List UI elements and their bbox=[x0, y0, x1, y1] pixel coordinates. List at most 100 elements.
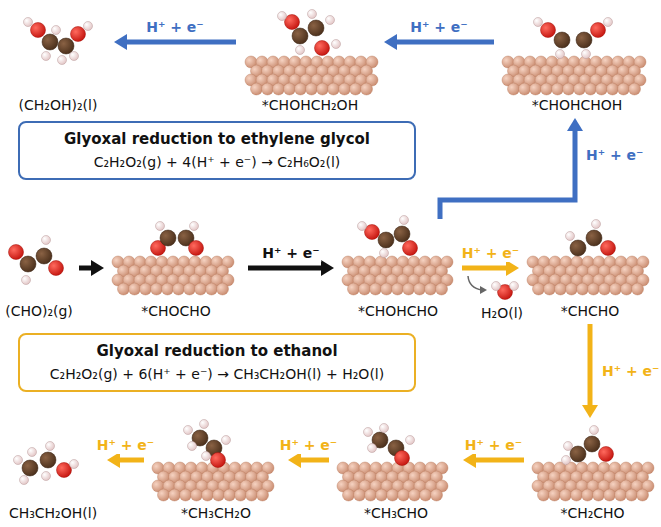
copper-slab bbox=[502, 56, 646, 95]
cu-atom bbox=[195, 283, 207, 295]
atom bbox=[403, 241, 418, 256]
reaction-arrow bbox=[114, 34, 236, 50]
atom bbox=[566, 232, 575, 241]
cu-atom bbox=[398, 489, 410, 501]
cu-atom bbox=[629, 83, 641, 95]
arrow-line bbox=[397, 40, 494, 45]
atom bbox=[278, 12, 287, 21]
cu-atom bbox=[544, 283, 556, 295]
atom bbox=[211, 453, 226, 468]
atom bbox=[20, 476, 29, 485]
molecule bbox=[24, 18, 93, 65]
arrow-head bbox=[463, 452, 476, 468]
arrow-line bbox=[127, 40, 236, 45]
atom bbox=[406, 436, 415, 445]
atom bbox=[40, 452, 56, 468]
species: *CH₃CHO bbox=[333, 422, 459, 522]
atom bbox=[326, 16, 335, 25]
reaction-arrow bbox=[462, 260, 519, 276]
edge-label: H⁺ + e⁻ bbox=[463, 437, 524, 454]
molecule bbox=[364, 424, 415, 466]
cu-atom bbox=[560, 489, 572, 501]
species: *CH₃CH₂O bbox=[148, 422, 284, 522]
molecule bbox=[14, 442, 79, 485]
cu-atom bbox=[343, 489, 355, 501]
cu-atom bbox=[431, 489, 443, 501]
atom bbox=[510, 282, 519, 291]
atom bbox=[308, 20, 324, 36]
atom bbox=[400, 216, 409, 225]
atom bbox=[58, 38, 74, 54]
edge-label: H⁺ + e⁻ bbox=[600, 363, 661, 380]
molecule bbox=[534, 18, 613, 59]
copper-slab bbox=[245, 56, 378, 95]
molecule bbox=[278, 10, 341, 56]
edge-label: H⁺ + e⁻ bbox=[278, 437, 339, 454]
atom bbox=[586, 230, 602, 246]
arrow-line bbox=[440, 131, 575, 219]
cu-atom bbox=[151, 283, 163, 295]
atom bbox=[14, 456, 23, 465]
edge-label: H⁺ + e⁻ bbox=[95, 437, 156, 454]
species-label: *CHOHCHOH bbox=[532, 97, 623, 114]
atom bbox=[285, 15, 300, 30]
cu-atom bbox=[273, 83, 285, 95]
copper-slab bbox=[527, 256, 649, 295]
cu-atom bbox=[118, 283, 130, 295]
cu-atom bbox=[257, 489, 269, 501]
equation: C₂H₂O₂(g) + 4(H⁺ + e⁻) → C₂H₆O₂(l) bbox=[94, 153, 341, 172]
molecule bbox=[358, 216, 418, 258]
cu-atom bbox=[140, 283, 152, 295]
cu-atom bbox=[359, 283, 371, 295]
cu-atom bbox=[519, 83, 531, 95]
species: *CHOHCH₂OH bbox=[240, 4, 380, 114]
reaction-arrow bbox=[463, 452, 524, 468]
species: (CHO)₂(g) bbox=[3, 222, 75, 320]
atom bbox=[570, 240, 586, 256]
arrow-line bbox=[588, 324, 593, 405]
reaction-arrow bbox=[79, 260, 104, 276]
atom bbox=[315, 41, 330, 56]
molecule bbox=[562, 426, 614, 465]
atom bbox=[71, 27, 86, 42]
cu-atom bbox=[582, 489, 594, 501]
cu-atom bbox=[202, 489, 214, 501]
cu-atom bbox=[235, 489, 247, 501]
arrow-head bbox=[321, 260, 334, 276]
cu-atom bbox=[604, 489, 616, 501]
cu-atom bbox=[621, 283, 633, 295]
atom bbox=[590, 426, 599, 435]
molecule bbox=[566, 220, 616, 257]
cu-atom bbox=[632, 283, 644, 295]
atom bbox=[9, 245, 24, 260]
edge-label: H⁺ + e⁻ bbox=[460, 245, 521, 262]
cu-atom bbox=[350, 83, 362, 95]
cu-atom bbox=[414, 283, 426, 295]
atom bbox=[57, 463, 72, 478]
atom bbox=[358, 222, 367, 231]
species-label: (CHO)₂(g) bbox=[5, 303, 73, 320]
atom bbox=[554, 32, 570, 48]
atom bbox=[592, 220, 601, 229]
atom bbox=[42, 52, 51, 61]
molecule bbox=[184, 420, 231, 468]
reaction-box: Glyoxal reduction to ethanolC₂H₂O₂(g) + … bbox=[18, 333, 416, 392]
species: H₂O(l) bbox=[474, 278, 530, 322]
cu-atom bbox=[251, 83, 263, 95]
species-label: *CHCHO bbox=[561, 303, 620, 320]
cu-atom bbox=[552, 83, 564, 95]
atom bbox=[31, 23, 46, 38]
atom bbox=[599, 447, 614, 462]
arrow-head bbox=[114, 34, 127, 50]
cu-atom bbox=[284, 83, 296, 95]
box-title: Glyoxal reduction to ethylene glycol bbox=[64, 129, 370, 149]
species: CH₃CH₂OH(l) bbox=[3, 422, 103, 522]
species-label: *CHOHCH₂OH bbox=[262, 97, 358, 114]
cu-atom bbox=[533, 283, 545, 295]
species-label: CH₃CH₂OH(l) bbox=[9, 505, 97, 522]
cu-atom bbox=[180, 489, 192, 501]
cu-atom bbox=[376, 489, 388, 501]
species-label: (CH₂OH)₂(l) bbox=[19, 97, 98, 114]
copper-slab bbox=[152, 462, 274, 501]
